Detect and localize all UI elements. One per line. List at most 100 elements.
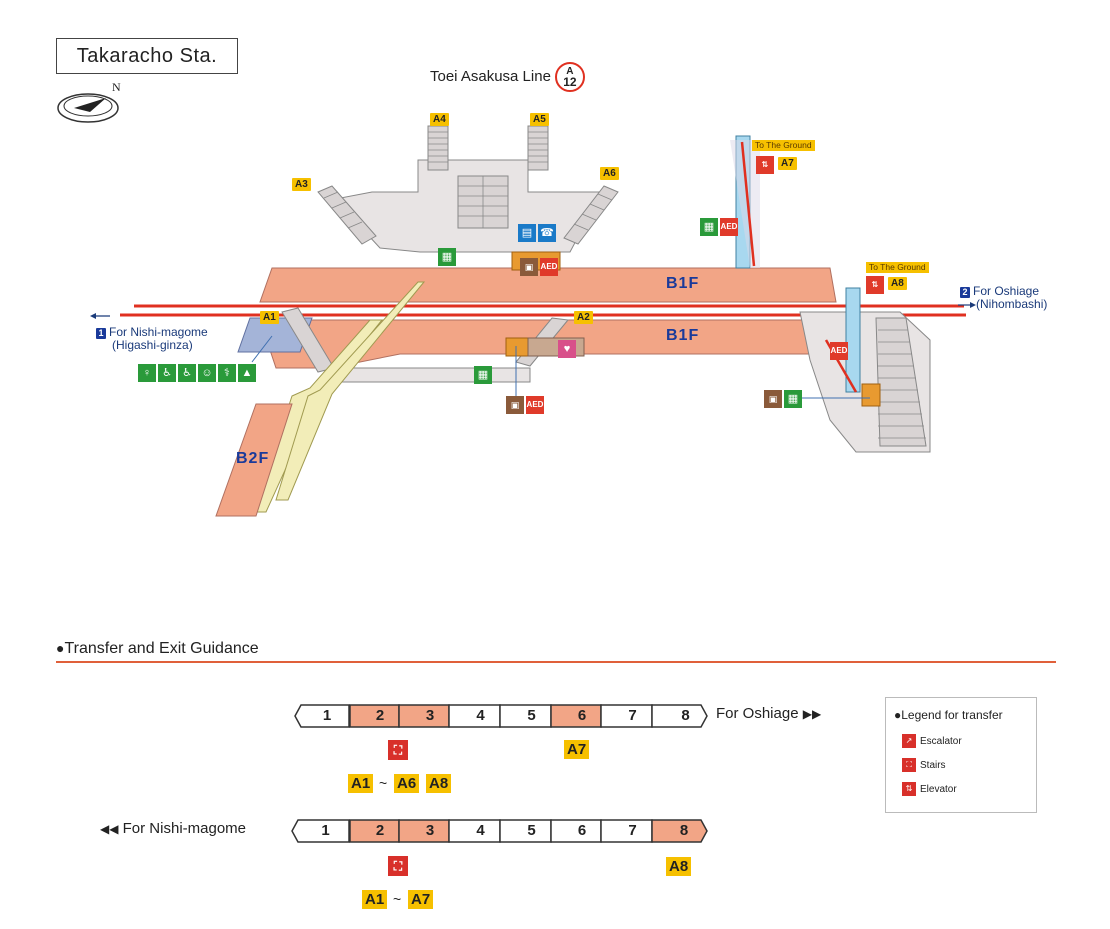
ostomate-icon: ⚕	[218, 364, 236, 382]
exit-a1: A1	[260, 311, 279, 324]
elevator-shaft-a8	[845, 287, 861, 393]
exit-a2: A2	[574, 311, 593, 324]
aed-icon-a7: AED	[720, 218, 738, 236]
direction-oshiage-label: For Oshiage	[973, 284, 1040, 298]
ground-label-a7: To The Ground	[752, 140, 815, 151]
train-oshiage-cars: 1 2 3 4 5 6 7 8	[299, 705, 713, 727]
coin-locker-icon-a7: ▦	[700, 218, 718, 236]
exit-a8: A8	[888, 277, 907, 290]
line-badge-letter: A	[566, 66, 574, 77]
car-3: 3	[425, 707, 435, 724]
aed-icon-lower: AED	[526, 396, 544, 414]
legend-item-stairs: ⛶ Stairs	[902, 758, 946, 772]
arrow-left-icon	[90, 313, 110, 319]
compass-icon	[57, 93, 119, 123]
double-arrow-right-icon: ▶▶	[802, 707, 822, 721]
oshiage-exit-extra: A8	[426, 774, 452, 793]
nishimagome-exit-a8: A8	[666, 857, 692, 876]
exit-a5: A5	[530, 113, 549, 126]
baby-icon: ☺	[198, 364, 216, 382]
line-name: Toei Asakusa Line	[430, 68, 551, 85]
nursing-room-icon: ♥	[558, 340, 576, 358]
train-nishimagome	[291, 819, 708, 843]
coin-locker-icon: ▦	[438, 248, 456, 266]
legend-label-stairs: Stairs	[920, 759, 946, 771]
nishimagome-exit-from: A1	[362, 890, 388, 909]
stairs-a6	[563, 185, 619, 245]
direction-oshiage-sub: (Nihombashi)	[976, 297, 1048, 311]
oshiage-exit-to: A6	[394, 774, 420, 793]
oshiage-tilde: ~	[379, 775, 388, 791]
train-nishimagome-direction-text: For Nishi-magome	[122, 820, 247, 837]
guidance-title-text: Transfer and Exit Guidance	[64, 640, 259, 657]
coin-locker-icon-lower: ▦	[474, 366, 492, 384]
guidance-title: ●Transfer and Exit Guidance	[56, 640, 259, 657]
station-name: Takaracho Sta.	[56, 38, 238, 74]
stairs-a5	[527, 125, 549, 171]
car-6: 6	[577, 822, 587, 839]
legend-item-escalator: ↗ Escalator	[902, 734, 962, 748]
car-8: 8	[679, 822, 689, 839]
train-oshiage-direction: For Oshiage ▶▶	[716, 704, 821, 724]
car-5: 5	[527, 822, 536, 839]
station-map	[90, 125, 976, 517]
legend: ●Legend for transfer ↗ Escalator ⛶ Stair…	[885, 697, 1037, 813]
car-3: 3	[425, 822, 435, 839]
train-nishimagome-direction: ◀◀ For Nishi-magome	[100, 819, 246, 839]
legend-label-escalator: Escalator	[920, 735, 962, 747]
train-oshiage	[294, 704, 708, 728]
oshiage-exit-a7: A7	[564, 740, 590, 759]
aed-icon: AED	[540, 258, 558, 276]
line-badge-number: 12	[563, 75, 577, 89]
elevator-icon-a7: ⇅	[756, 156, 774, 174]
direction-oshiage-number: 2	[960, 287, 970, 298]
car-1: 1	[322, 707, 332, 724]
child-seat-icon: ▲	[238, 364, 256, 382]
direction-nishimagome-sub: (Higashi-ginza)	[112, 338, 193, 352]
direction-nishimagome-number: 1	[96, 328, 106, 339]
legend-title: ●Legend for transfer	[894, 708, 1003, 722]
car-8: 8	[681, 707, 690, 724]
floor-label-upper: B1F	[666, 275, 700, 292]
car-2: 2	[375, 822, 385, 839]
exit-a6: A6	[600, 167, 619, 180]
exit-a4: A4	[430, 113, 449, 126]
stairs-icon: ⛶	[902, 758, 916, 772]
stairs-right	[875, 317, 927, 447]
platform-upper	[259, 267, 837, 303]
exit-a3: A3	[292, 178, 311, 191]
legend-title-text: Legend for transfer	[901, 708, 1003, 722]
guidance-rule	[56, 661, 1056, 663]
elevator-icon: ⇅	[902, 782, 916, 796]
escalator-icon: ↗	[902, 734, 916, 748]
floor-label-lower: B1F	[666, 327, 700, 344]
stairs-icon: ⛶	[388, 856, 408, 876]
exit-a7: A7	[778, 157, 797, 170]
nishimagome-exit-to: A7	[408, 890, 434, 909]
ticket-machine-icon-lower: ▣	[506, 396, 524, 414]
accessible-toilet-icon: ♿	[178, 364, 196, 382]
car-7: 7	[628, 822, 637, 839]
ticket-machine-icon-right: ▣	[764, 390, 782, 408]
legend-label-elevator: Elevator	[920, 783, 957, 795]
car-1: 1	[321, 822, 330, 839]
coin-locker-icon-right: ▦	[784, 390, 802, 408]
stairs-middle	[457, 175, 509, 229]
line-badge: A 12	[554, 62, 585, 92]
fax-icon: ▤	[518, 224, 536, 242]
car-6: 6	[577, 707, 587, 724]
concourse-lower	[329, 367, 531, 383]
platform-b2f	[215, 403, 293, 517]
ticket-machine-icon: ▣	[520, 258, 538, 276]
train-oshiage-direction-text: For Oshiage	[716, 705, 799, 722]
arrow-right-icon	[958, 302, 976, 308]
stairs-a3	[317, 185, 377, 245]
stairs-icon: ⛶	[388, 740, 408, 760]
car-4: 4	[476, 822, 485, 839]
stairs-a4	[427, 125, 449, 171]
wheelchair-icon: ♿	[158, 364, 176, 382]
car-7: 7	[628, 707, 637, 724]
compass-north-label: N	[112, 80, 121, 94]
phone-icon: ☎	[538, 224, 556, 242]
